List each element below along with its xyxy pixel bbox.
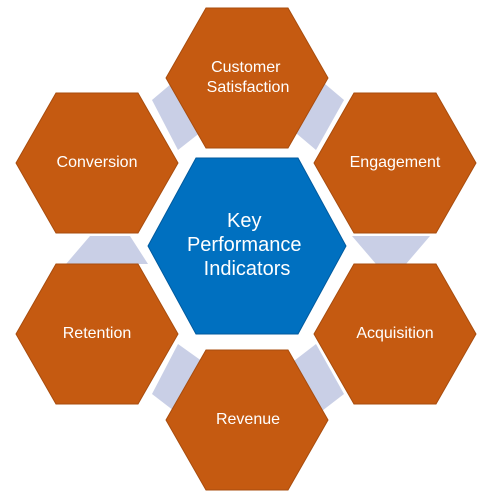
revenue-hexagon xyxy=(165,349,329,491)
kpi-center-label: Key Performance Indicators xyxy=(187,210,307,280)
engagement-label: Engagement xyxy=(350,154,441,171)
kpi-center-line-2: Performance xyxy=(187,234,302,256)
connector-retention-conversion xyxy=(66,236,148,264)
connector-acquisition-revenue xyxy=(290,344,344,414)
revenue-label: Revenue xyxy=(216,411,280,428)
retention-label: Retention xyxy=(63,325,132,342)
conversion-hexagon xyxy=(15,92,179,234)
customer-satisfaction-line-2: Satisfaction xyxy=(207,79,290,96)
acquisition-label: Acquisition xyxy=(356,325,433,342)
customer-satisfaction-line-1: Customer xyxy=(211,59,281,76)
node-customer-satisfaction: Customer Satisfaction xyxy=(165,7,329,149)
connector-satisfaction-engagement xyxy=(290,78,344,150)
retention-hexagon xyxy=(15,263,179,405)
engagement-hexagon xyxy=(313,92,477,234)
node-retention: Retention xyxy=(15,263,179,405)
node-revenue: Revenue xyxy=(165,349,329,491)
customer-satisfaction-label: Customer Satisfaction xyxy=(207,59,290,96)
kpi-center-line-3: Indicators xyxy=(204,258,291,280)
node-conversion: Conversion xyxy=(15,92,179,234)
kpi-center-hexagon xyxy=(147,157,347,335)
node-engagement: Engagement xyxy=(313,92,477,234)
kpi-center-line-1: Key xyxy=(227,210,261,232)
node-key-performance-indicators: Key Performance Indicators xyxy=(147,157,347,335)
connector-revenue-retention xyxy=(152,344,206,414)
acquisition-hexagon xyxy=(313,263,477,405)
conversion-label: Conversion xyxy=(57,154,138,171)
customer-satisfaction-hexagon xyxy=(165,7,329,149)
node-acquisition: Acquisition xyxy=(313,263,477,405)
connector-conversion-satisfaction xyxy=(152,78,206,150)
connector-engagement-acquisition xyxy=(352,236,430,264)
